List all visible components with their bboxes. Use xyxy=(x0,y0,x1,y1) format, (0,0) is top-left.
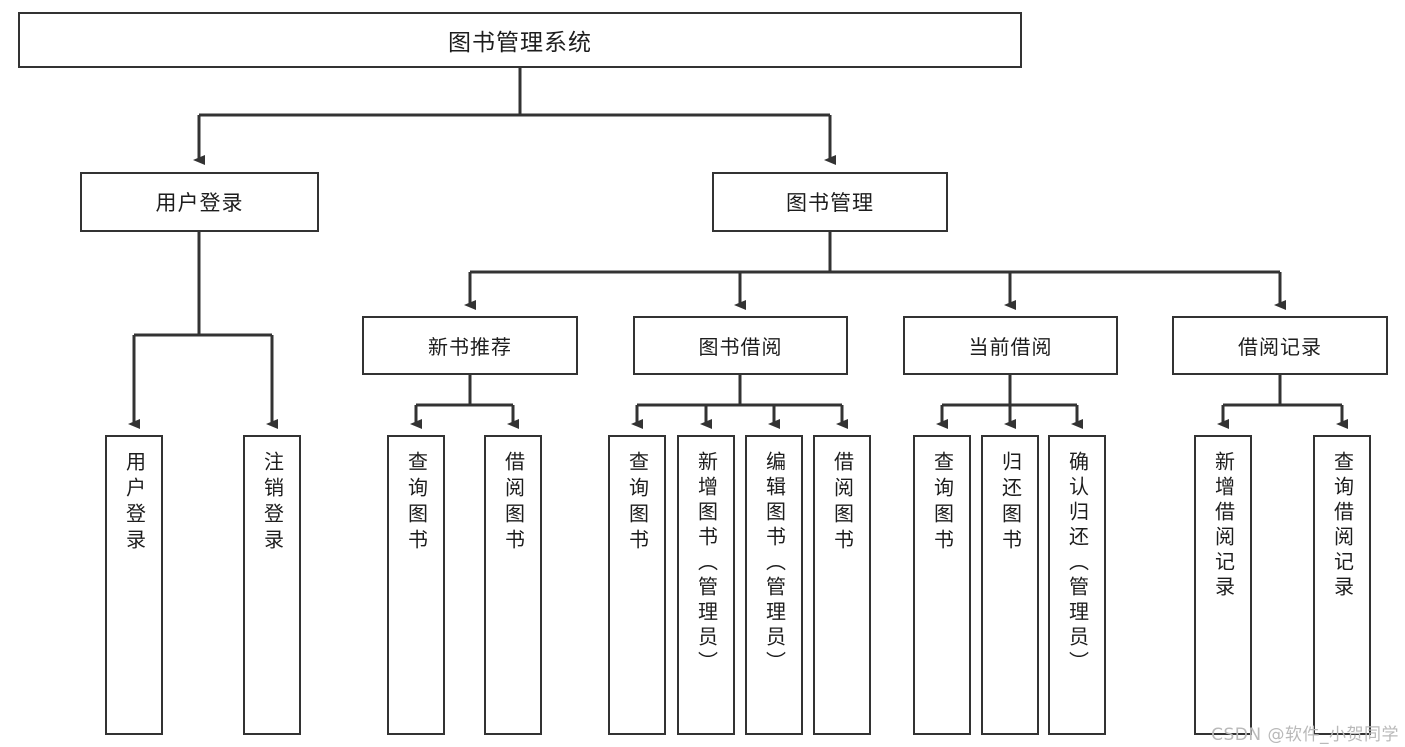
node-leaf-query-borrow-record[interactable]: 查询借阅记录 xyxy=(1313,435,1371,735)
node-leaf-edit-book-admin-label: 编辑图书（管理员） xyxy=(762,451,787,676)
node-book-management-label: 图书管理 xyxy=(786,191,874,215)
node-leaf-return-book[interactable]: 归还图书 xyxy=(981,435,1039,735)
node-leaf-logout[interactable]: 注销登录 xyxy=(243,435,301,735)
node-leaf-query-book-borrow[interactable]: 查询图书 xyxy=(608,435,666,735)
watermark: CSDN @软件_小贺同学 xyxy=(1211,725,1399,745)
node-leaf-borrow-book-recommend-label: 借阅图书 xyxy=(501,451,526,555)
node-leaf-edit-book-admin[interactable]: 编辑图书（管理员） xyxy=(745,435,803,735)
node-leaf-borrow-book-recommend[interactable]: 借阅图书 xyxy=(484,435,542,735)
node-leaf-query-book-current[interactable]: 查询图书 xyxy=(913,435,971,735)
node-leaf-query-book-borrow-label: 查询图书 xyxy=(625,451,650,555)
node-leaf-borrow-book[interactable]: 借阅图书 xyxy=(813,435,871,735)
node-new-book-recommend[interactable]: 新书推荐 xyxy=(362,316,578,375)
node-root-label: 图书管理系统 xyxy=(448,30,592,56)
node-leaf-user-login-label: 用户登录 xyxy=(122,451,147,555)
node-borrow-record[interactable]: 借阅记录 xyxy=(1172,316,1388,375)
node-leaf-query-borrow-record-label: 查询借阅记录 xyxy=(1330,451,1355,601)
node-new-book-recommend-label: 新书推荐 xyxy=(428,335,512,359)
node-user-login[interactable]: 用户登录 xyxy=(80,172,319,232)
node-book-management[interactable]: 图书管理 xyxy=(712,172,948,232)
node-leaf-add-book-admin-label: 新增图书（管理员） xyxy=(694,451,719,676)
node-leaf-return-book-label: 归还图书 xyxy=(998,451,1023,555)
node-leaf-logout-label: 注销登录 xyxy=(260,451,285,555)
node-leaf-query-book-current-label: 查询图书 xyxy=(930,451,955,555)
node-leaf-add-book-admin[interactable]: 新增图书（管理员） xyxy=(677,435,735,735)
node-book-borrow-label: 图书借阅 xyxy=(698,335,783,359)
node-current-borrow[interactable]: 当前借阅 xyxy=(903,316,1118,375)
node-leaf-borrow-book-label: 借阅图书 xyxy=(830,451,855,555)
node-leaf-confirm-return-admin-label: 确认归还（管理员） xyxy=(1065,451,1090,676)
node-user-login-label: 用户登录 xyxy=(155,191,244,215)
node-current-borrow-label: 当前借阅 xyxy=(968,335,1053,359)
node-root-book-management-system[interactable]: 图书管理系统 xyxy=(18,12,1022,68)
node-leaf-query-book-recommend[interactable]: 查询图书 xyxy=(387,435,445,735)
node-leaf-add-borrow-record[interactable]: 新增借阅记录 xyxy=(1194,435,1252,735)
node-borrow-record-label: 借阅记录 xyxy=(1238,335,1322,359)
node-leaf-query-book-recommend-label: 查询图书 xyxy=(404,451,429,555)
node-leaf-add-borrow-record-label: 新增借阅记录 xyxy=(1211,451,1236,601)
node-book-borrow[interactable]: 图书借阅 xyxy=(633,316,848,375)
node-leaf-confirm-return-admin[interactable]: 确认归还（管理员） xyxy=(1048,435,1106,735)
node-leaf-user-login[interactable]: 用户登录 xyxy=(105,435,163,735)
